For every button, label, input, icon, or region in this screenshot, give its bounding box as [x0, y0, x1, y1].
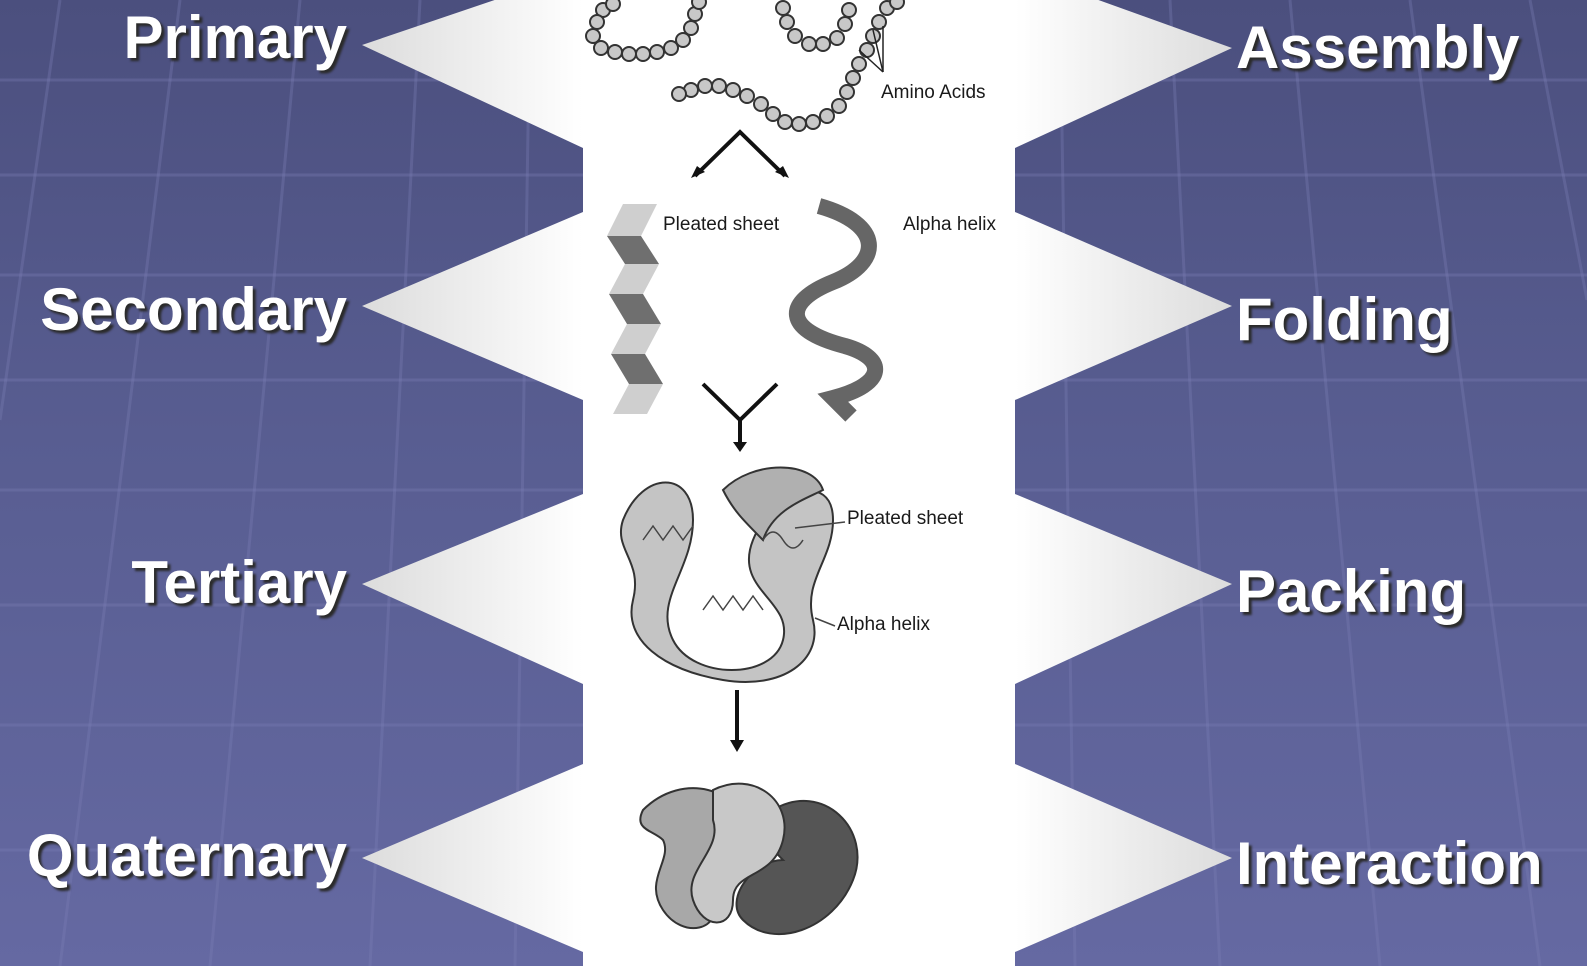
label-packing: Packing: [1236, 562, 1466, 622]
tertiary-pleated-sheet-label: Pleated sheet: [847, 508, 963, 530]
alpha-helix-label: Alpha helix: [903, 214, 996, 236]
alpha-helix-drawing: [797, 206, 875, 416]
label-assembly: Assembly: [1236, 18, 1519, 78]
left-arrow-quaternary: [362, 764, 583, 952]
label-primary: Primary: [124, 8, 347, 68]
amino-acid-chain: [586, 0, 904, 131]
pleated-sheet-drawing: [607, 204, 663, 414]
label-interaction: Interaction: [1236, 834, 1543, 894]
label-secondary: Secondary: [40, 280, 347, 340]
tertiary-alpha-helix-label: Alpha helix: [837, 614, 930, 636]
pleated-sheet-label: Pleated sheet: [663, 214, 779, 236]
right-arrow-packing: [1015, 494, 1232, 684]
right-arrow-assembly: [1015, 0, 1232, 148]
protein-structure-diagram: Amino Acids Pleated sheet Alpha helix Pl…: [583, 0, 1015, 966]
split-arrow: [695, 132, 785, 176]
right-arrow-folding: [1015, 212, 1232, 400]
label-tertiary: Tertiary: [131, 553, 347, 613]
label-quaternary: Quaternary: [27, 826, 347, 886]
down-arrow: [730, 690, 744, 752]
label-folding: Folding: [1236, 290, 1453, 350]
left-arrow-secondary: [362, 212, 583, 400]
right-arrow-interaction: [1015, 764, 1232, 952]
amino-acids-label: Amino Acids: [881, 82, 986, 104]
merge-arrow: [703, 384, 777, 446]
left-arrow-primary: [362, 0, 583, 148]
quaternary-structure-drawing: [640, 784, 857, 934]
left-arrow-tertiary: [362, 494, 583, 684]
tertiary-structure-drawing: [621, 468, 833, 682]
